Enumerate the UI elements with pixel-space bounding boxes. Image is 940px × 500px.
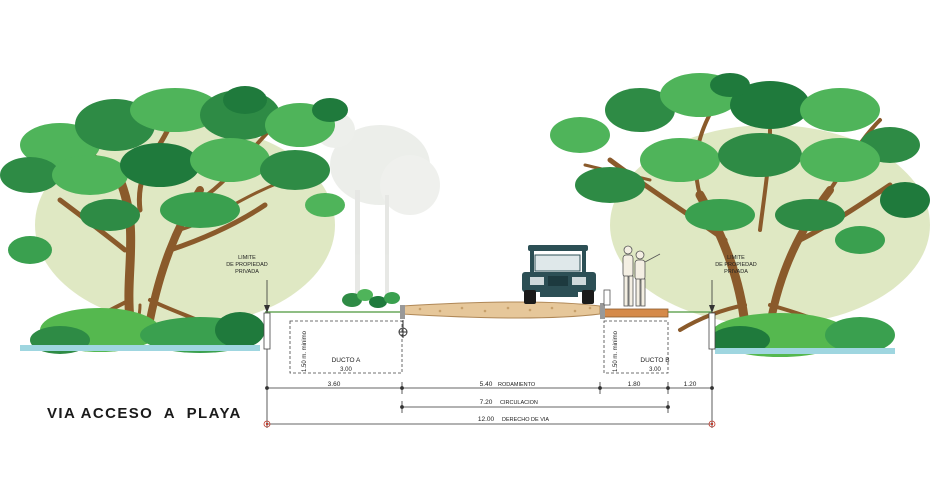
svg-text:CIRCULACION: CIRCULACION <box>500 400 538 406</box>
dimension-row-3-labels: 12.00 DERECHO DE VIA <box>478 416 550 423</box>
roadside-plants <box>342 289 400 308</box>
svg-text:1.50 m. minimo: 1.50 m. minimo <box>302 330 308 372</box>
road-pavement <box>401 301 601 319</box>
pavement-texture <box>418 306 592 313</box>
duct-a-box: 1.50 m. minimo DUCTO A 3.00 <box>289 320 403 374</box>
dim-right-b-value: 1.20 <box>684 381 697 388</box>
dim-center-label: RODAMIENTO <box>498 382 536 388</box>
dim-center-value: 5.40 <box>480 381 493 388</box>
dimension-row-2 <box>400 401 670 413</box>
svg-text:LIMITE: LIMITE <box>238 255 256 261</box>
svg-text:7.20: 7.20 <box>480 399 493 406</box>
svg-text:DE PROPIEDAD: DE PROPIEDAD <box>226 262 268 268</box>
bollard <box>603 289 611 306</box>
sidewalk <box>603 308 669 318</box>
svg-text:12.00: 12.00 <box>478 416 495 423</box>
svg-text:DE PROPIEDAD: DE PROPIEDAD <box>715 262 757 268</box>
pedestrians-illustration <box>622 245 661 307</box>
jeep-illustration <box>522 245 596 304</box>
svg-text:3.00: 3.00 <box>340 367 352 373</box>
left-curb <box>400 305 405 319</box>
drain-symbol <box>398 320 408 338</box>
left-tree-canopy <box>0 86 348 264</box>
right-curb <box>600 303 605 319</box>
right-tree-canopy <box>550 73 930 254</box>
dim-right-a-value: 1.80 <box>628 381 641 388</box>
svg-text:DUCTO B: DUCTO B <box>640 357 669 364</box>
svg-text:PRIVADA: PRIVADA <box>235 269 259 275</box>
dimension-row-1-labels: 3.60 5.40 RODAMIENTO 1.80 1.20 <box>328 381 697 388</box>
left-property-limit <box>263 280 271 428</box>
svg-text:PRIVADA: PRIVADA <box>724 269 748 275</box>
svg-text:DUCTO A: DUCTO A <box>332 357 361 364</box>
left-limit-label: LIMITE DE PROPIEDAD PRIVADA <box>226 255 268 275</box>
left-tree <box>0 86 348 354</box>
left-undergrowth <box>20 308 265 354</box>
svg-text:3.00: 3.00 <box>649 367 661 373</box>
right-tree <box>550 73 930 357</box>
right-property-limit <box>708 280 716 428</box>
svg-text:LIMITE: LIMITE <box>727 255 745 261</box>
right-undergrowth <box>710 313 895 357</box>
svg-text:DERECHO DE VIA: DERECHO DE VIA <box>502 417 549 423</box>
dimension-row-1 <box>265 382 714 394</box>
svg-text:1.50 m. minimo: 1.50 m. minimo <box>613 330 619 372</box>
drawing-title: VIA ACCESO A PLAYA <box>47 405 242 422</box>
dim-left-value: 3.60 <box>328 381 341 388</box>
dimension-row-3 <box>263 420 716 428</box>
dimension-row-2-labels: 7.20 CIRCULACION <box>480 399 538 406</box>
duct-b-box: 1.50 m. minimo DUCTO B 3.00 <box>603 320 670 374</box>
right-limit-label: LIMITE DE PROPIEDAD PRIVADA <box>715 255 757 275</box>
